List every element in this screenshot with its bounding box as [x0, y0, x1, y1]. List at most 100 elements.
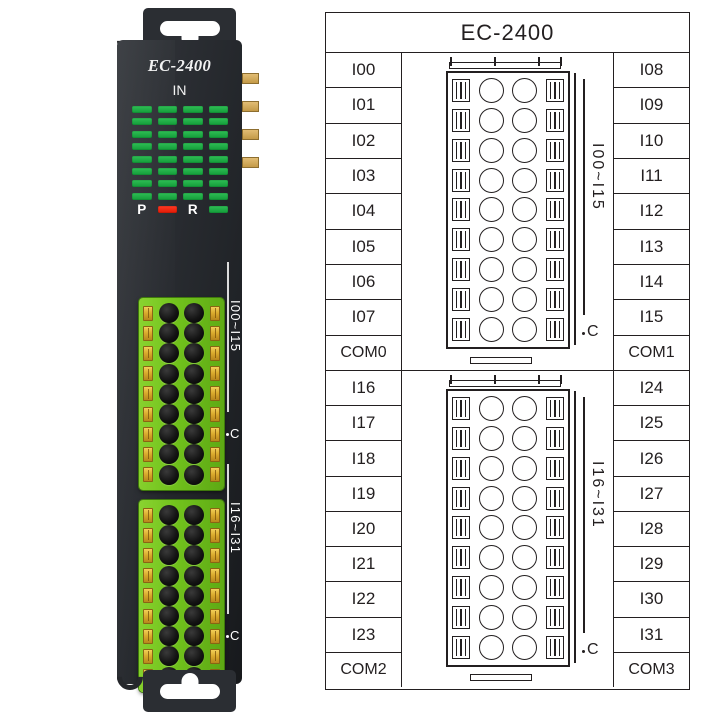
schematic-screw-terminal-icon: [452, 486, 470, 510]
schematic-row: [448, 395, 568, 423]
schematic-screw-terminal-icon: [545, 546, 564, 570]
wire-hole: [158, 606, 179, 627]
wire-hole: [184, 343, 205, 364]
pin-cell: I08: [614, 53, 689, 89]
terminal-row: [139, 505, 224, 526]
pin-cell: I15: [614, 300, 689, 336]
pin-cell: I10: [614, 124, 689, 159]
schematic-screw-terminal-icon: [452, 258, 470, 282]
schematic-tick: [560, 375, 562, 384]
screw-terminal-icon: [209, 305, 220, 321]
schematic-wire-hole: [478, 485, 504, 511]
terminal-row: [139, 404, 224, 425]
screw-terminal-icon: [209, 406, 220, 422]
channel-led-icon: [157, 167, 177, 175]
pin-cell: I01: [326, 88, 401, 124]
wire-hole: [184, 303, 205, 324]
wire-hole: [158, 464, 179, 485]
schematic-screw-terminal-icon: [452, 635, 470, 659]
schematic-range-label: I16~I31: [589, 461, 606, 529]
terminal-connector-2: [139, 500, 224, 692]
wire-hole: [184, 404, 205, 425]
screw-terminal-icon: [143, 325, 153, 341]
pin-cell: I26: [614, 441, 689, 477]
screw-terminal-icon: [209, 426, 220, 442]
wire-hole: [184, 525, 205, 546]
schematic-screw-terminal-icon: [545, 198, 564, 222]
channel-led-icon: [157, 143, 177, 151]
bracket-slot-top: [159, 21, 220, 36]
schematic-row: [448, 285, 568, 313]
bus-pin: [242, 101, 259, 112]
schematic-wire-hole: [512, 137, 538, 163]
channel-led-icon: [208, 155, 228, 163]
schematic-wire-hole: [478, 78, 504, 104]
channel-led-icon: [157, 106, 177, 113]
module-body: EC-2400 IN P R: [117, 40, 242, 692]
pin-cell: I07: [326, 300, 401, 336]
channel-led-icon: [132, 106, 152, 113]
terminal-row: [139, 383, 224, 404]
schematic-screw-terminal-icon: [452, 138, 470, 162]
schematic-wire-hole: [478, 515, 504, 541]
schematic-wire-hole: [478, 197, 504, 223]
schematic-screw-terminal-icon: [452, 427, 470, 451]
schematic-wire-hole: [512, 227, 538, 253]
schematic-wire-hole: [478, 167, 504, 193]
pin-cell: I20: [326, 512, 401, 548]
schematic-terminal-grid: [448, 73, 568, 347]
schematic-wire-hole: [512, 604, 538, 630]
channel-led-icon: [157, 180, 177, 188]
schematic-screw-terminal-icon: [545, 258, 564, 282]
screw-terminal-icon: [143, 568, 153, 584]
schematic-bottom-rail: [470, 674, 532, 681]
screw-terminal-icon: [143, 547, 153, 563]
wire-hole: [184, 626, 205, 647]
bus-pin: [242, 129, 259, 140]
module-model-label: EC-2400: [147, 56, 212, 75]
pin-cell: I04: [326, 194, 401, 230]
channel-led-icon: [132, 180, 152, 188]
wire-hole: [184, 363, 205, 384]
terminal-row: [139, 565, 224, 586]
channel-led-icon: [132, 167, 152, 175]
schematic-wire-hole: [478, 426, 504, 452]
screw-terminal-icon: [143, 305, 153, 321]
wire-hole: [158, 585, 179, 606]
schematic-row: [448, 315, 568, 343]
channel-led-icon: [132, 192, 152, 200]
pin-cell: I18: [326, 441, 401, 477]
screw-terminal-icon: [209, 648, 220, 664]
schematic-common-label: C: [587, 641, 599, 658]
wire-hole: [184, 565, 205, 586]
module-illustration: EC-2400 IN P R I00~I15 C I16~I31: [0, 0, 318, 720]
terminal-row: [139, 585, 224, 606]
schematic-wire-hole: [512, 545, 538, 571]
channel-led-icon: [132, 155, 152, 163]
wire-hole: [158, 545, 179, 566]
schematic-row: [448, 425, 568, 453]
screw-terminal-icon: [209, 386, 220, 402]
schematic-wire-hole: [478, 137, 504, 163]
screw-terminal-icon: [143, 467, 153, 483]
screw-terminal-icon: [209, 527, 220, 543]
screw-terminal-icon: [209, 366, 220, 382]
schematic-row: [448, 484, 568, 512]
schematic-wire-hole: [512, 257, 538, 283]
wire-hole: [184, 585, 205, 606]
schematic-row: [448, 226, 568, 254]
schematic-screw-terminal-icon: [452, 79, 470, 103]
schematic-screw-terminal-icon: [545, 287, 564, 311]
channel-led-icon: [208, 143, 228, 151]
channel-led-icon: [183, 155, 203, 163]
schematic-range-brace: [583, 79, 585, 315]
schematic-screw-terminal-icon: [545, 317, 564, 341]
schematic-wire-hole: [512, 78, 538, 104]
schematic-wire-hole: [512, 426, 538, 452]
connector-1-common-dot: [226, 433, 229, 436]
terminal-row: [139, 606, 224, 627]
schematic-side-rail: [574, 391, 576, 663]
channel-led-icon: [132, 118, 152, 126]
wire-hole: [184, 606, 205, 627]
